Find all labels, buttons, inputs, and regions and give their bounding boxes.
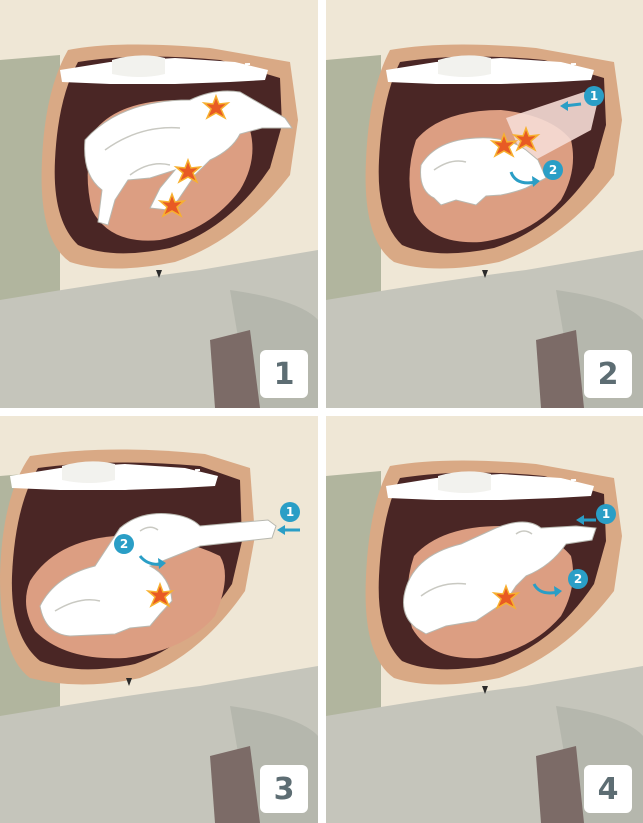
svg-text:1: 1 <box>590 89 598 103</box>
callout-2: 2 <box>114 534 134 554</box>
svg-text:2: 2 <box>120 537 128 551</box>
callout-1: 1 <box>280 502 300 522</box>
step-number-badge: 1 <box>260 350 308 398</box>
callout-2: 2 <box>543 160 563 180</box>
diagram-panel-4: 1 2 4 <box>326 416 643 823</box>
svg-text:2: 2 <box>549 163 557 177</box>
mare-cross-section-3: 1 2 <box>0 416 318 823</box>
step-number-badge: 2 <box>584 350 632 398</box>
svg-text:1: 1 <box>602 507 610 521</box>
svg-text:1: 1 <box>286 505 294 519</box>
mare-cross-section-2: 1 2 <box>326 0 643 408</box>
callout-2: 2 <box>568 569 588 589</box>
step-number-badge: 4 <box>584 765 632 813</box>
mare-cross-section-4: 1 2 <box>326 416 643 823</box>
diagram-panel-1: 1 <box>0 0 318 408</box>
diagram-panel-3: 1 2 3 <box>0 416 318 823</box>
step-number-badge: 3 <box>260 765 308 813</box>
callout-1: 1 <box>596 504 616 524</box>
diagram-panel-2: 1 2 2 <box>326 0 643 408</box>
callout-1: 1 <box>584 86 604 106</box>
svg-text:2: 2 <box>574 572 582 586</box>
mare-cross-section-1 <box>0 0 318 408</box>
